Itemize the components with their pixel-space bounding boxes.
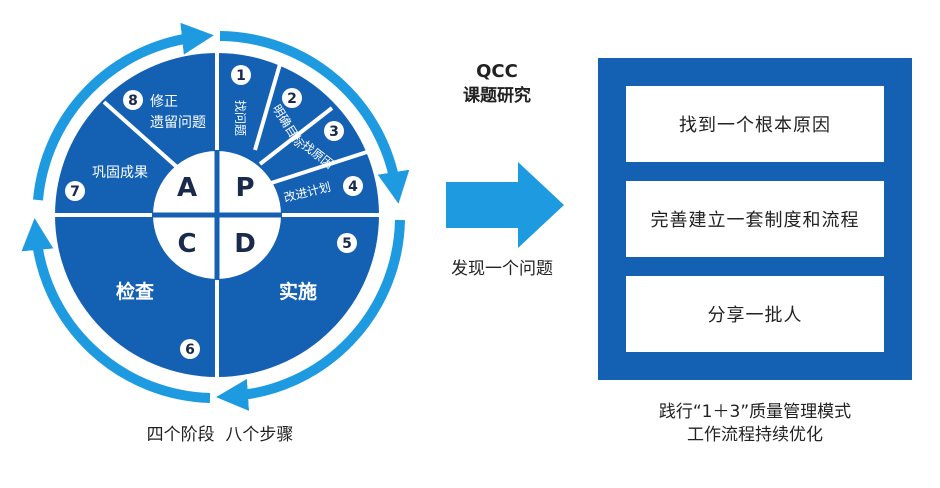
step-badge-6: 6 — [180, 339, 200, 359]
step-badge-2: 2 — [282, 88, 302, 108]
svg-text:7: 7 — [70, 184, 80, 200]
cycle-arrow-bottom-right — [216, 219, 405, 411]
quadrant-letter-a: A — [177, 173, 197, 203]
quadrant-letter-p: P — [235, 173, 254, 203]
outcome-box-2: 完善建立一套制度和流程 — [626, 181, 884, 257]
cycle-caption: 四个阶段 八个步骤 — [146, 425, 294, 445]
qcc-title-line2: 课题研究 — [463, 85, 531, 106]
outcome-box-3: 分享一批人 — [626, 276, 884, 352]
cycle-arrow-top-right — [219, 31, 410, 204]
svg-text:2: 2 — [287, 91, 297, 107]
svg-text:8: 8 — [128, 93, 138, 109]
cycle-arrow-top-left — [33, 22, 214, 201]
svg-text:6: 6 — [185, 342, 195, 358]
step-badge-7: 7 — [65, 181, 85, 201]
quadrant-label-check: 检查 — [116, 280, 155, 303]
step-label-1: 找问题 — [233, 100, 247, 136]
quadrant-label-implement: 实施 — [279, 280, 317, 303]
quadrant-letter-d: D — [234, 229, 256, 259]
outcomes-panel: 找到一个根本原因 完善建立一套制度和流程 分享一批人 — [598, 58, 912, 380]
svg-text:5: 5 — [342, 236, 352, 252]
right-caption-line2: 工作流程持续优化 — [687, 425, 823, 445]
cycle-arrow-bottom-left — [21, 218, 211, 403]
quadrant-letter-c: C — [177, 229, 196, 259]
outcome-box-1: 找到一个根本原因 — [626, 86, 884, 162]
step-badges: 1 2 3 4 5 6 7 8 — [65, 65, 363, 359]
cycle-arrows — [21, 22, 410, 411]
step-badge-5: 5 — [337, 233, 357, 253]
svg-text:3: 3 — [329, 124, 339, 140]
qcc-title-line1: QCC — [476, 61, 518, 82]
step-badge-3: 3 — [324, 121, 344, 141]
step-badge-8: 8 — [123, 90, 143, 110]
step-label-7: 巩固成果 — [92, 165, 148, 181]
right-caption-line1: 践行“1＋3”质量管理模式 — [658, 402, 852, 422]
step-label-8-line2: 遗留问题 — [150, 115, 206, 131]
arrow-label: 发现一个问题 — [451, 259, 553, 279]
step-label-8-line1: 修正 — [150, 94, 178, 110]
step-badge-1: 1 — [231, 65, 251, 85]
big-right-arrow — [446, 162, 564, 248]
step-badge-4: 4 — [343, 176, 363, 196]
svg-text:4: 4 — [348, 179, 358, 195]
svg-text:1: 1 — [236, 68, 246, 84]
